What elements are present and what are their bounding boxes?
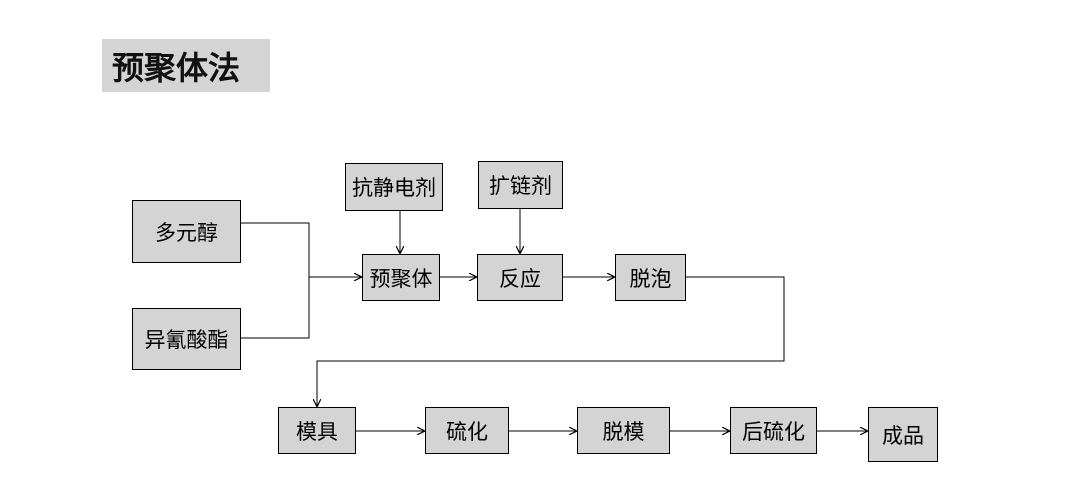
node-reaction: 反应 bbox=[477, 254, 563, 301]
connector-polyol-merge bbox=[240, 222, 310, 339]
node-antistatic: 抗静电剂 bbox=[345, 163, 443, 211]
node-post-curing: 后硫化 bbox=[730, 407, 817, 454]
node-mold: 模具 bbox=[278, 407, 356, 454]
node-curing: 硫化 bbox=[425, 407, 509, 454]
node-prepolymer: 预聚体 bbox=[362, 254, 440, 301]
node-chain-extender: 扩链剂 bbox=[478, 161, 563, 209]
node-product: 成品 bbox=[868, 407, 938, 462]
node-polyol: 多元醇 bbox=[132, 200, 241, 263]
arrow-degassing-to-mold bbox=[317, 276, 785, 406]
node-demolding: 脱模 bbox=[577, 407, 670, 454]
node-isocyanate: 异氰酸酯 bbox=[132, 308, 241, 370]
node-degassing: 脱泡 bbox=[615, 254, 686, 301]
page-title: 预聚体法 bbox=[102, 39, 270, 92]
